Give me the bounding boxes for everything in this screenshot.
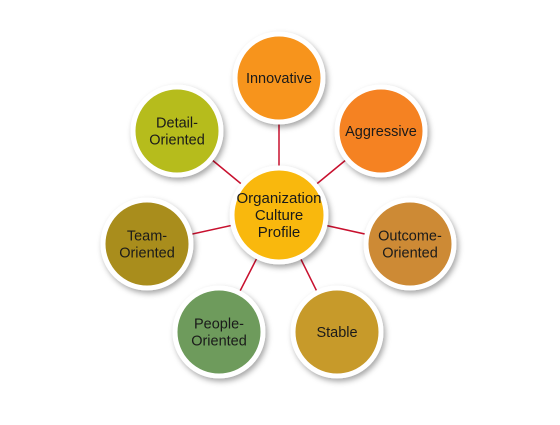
node-team-oriented-circle xyxy=(100,197,194,291)
outer-nodes: InnovativeAggressiveOutcome-OrientedStab… xyxy=(100,31,457,379)
node-team-oriented-label-line-2: Oriented xyxy=(119,246,175,262)
node-outcome-oriented-label-line-2: Oriented xyxy=(382,246,438,262)
node-innovative: Innovative xyxy=(232,31,326,125)
node-stable: Stable xyxy=(290,285,384,379)
node-innovative-label-line-1: Innovative xyxy=(246,71,312,87)
center-circle xyxy=(229,165,329,265)
node-detail-oriented-circle xyxy=(130,84,224,178)
center-label-line-3: Profile xyxy=(258,224,301,241)
node-outcome-oriented-circle xyxy=(363,197,457,291)
node-detail-oriented-label-line-1: Detail- xyxy=(156,116,198,132)
node-people-oriented: People-Oriented xyxy=(172,285,266,379)
node-aggressive: Aggressive xyxy=(334,84,428,178)
node-team-oriented-label-line-1: Team- xyxy=(127,229,167,245)
center-label-line-1: Organization xyxy=(236,190,321,207)
node-aggressive-circle xyxy=(334,84,428,178)
node-outcome-oriented: Outcome-Oriented xyxy=(363,197,457,291)
node-detail-oriented-label-line-2: Oriented xyxy=(149,133,205,149)
node-aggressive-label-line-1: Aggressive xyxy=(345,124,417,140)
node-detail-oriented: Detail-Oriented xyxy=(130,84,224,178)
node-people-oriented-label-line-1: People- xyxy=(194,317,244,333)
center-label-line-2: Culture xyxy=(255,207,303,224)
node-people-oriented-circle xyxy=(172,285,266,379)
node-innovative-circle xyxy=(232,31,326,125)
node-people-oriented-label-line-2: Oriented xyxy=(191,334,247,350)
node-stable-circle xyxy=(290,285,384,379)
node-stable-label-line-1: Stable xyxy=(316,325,357,341)
node-outcome-oriented-label-line-1: Outcome- xyxy=(378,229,442,245)
node-team-oriented: Team-Oriented xyxy=(100,197,194,291)
